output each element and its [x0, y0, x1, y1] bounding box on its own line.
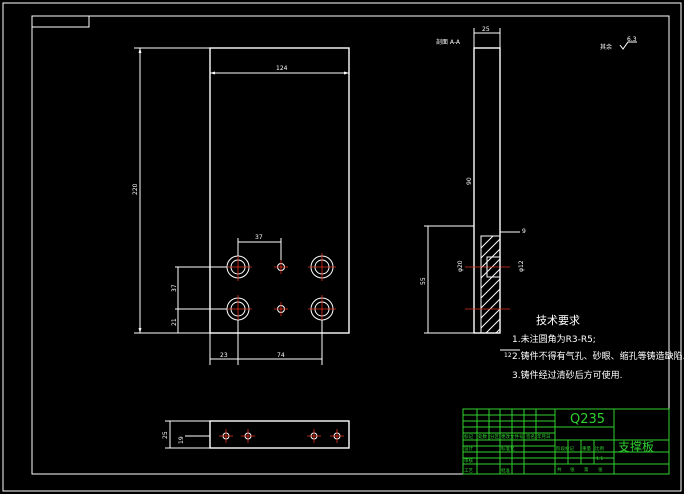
tech-requirements: 技术要求 1.未注圆角为R3-R5; 2.铸件不得有气孔、砂眼、缩孔等铸造缺陷.… [512, 314, 684, 381]
svg-text:标记: 标记 [464, 433, 473, 440]
front-view: 124 220 [132, 47, 350, 365]
svg-text:设计: 设计 [464, 445, 473, 452]
tech-item: 2.铸件不得有气孔、砂眼、缩孔等铸造缺陷. [512, 350, 684, 362]
dim-hole-spacing-y: 37 [171, 284, 178, 292]
bottom-hole [307, 429, 321, 443]
counterbore-hole [308, 253, 336, 281]
svg-text:批准: 批准 [501, 467, 510, 474]
dim-edge-y: 21 [171, 318, 178, 326]
counterbore-hole [308, 295, 336, 323]
dim-width: 124 [276, 65, 288, 72]
material-label: Q235 [570, 412, 605, 427]
side-dim-step: 9 [522, 228, 526, 235]
svg-text:审核: 审核 [464, 457, 473, 464]
svg-text:张: 张 [598, 466, 603, 473]
bottom-hole [241, 429, 255, 443]
dim-edge-x: 23 [220, 352, 228, 359]
bottom-dim-offset: 19 [178, 436, 185, 444]
svg-text:阶段标记: 阶段标记 [556, 445, 574, 452]
svg-text:6.3: 6.3 [627, 36, 637, 43]
svg-text:签名: 签名 [526, 433, 535, 440]
svg-text:第: 第 [584, 466, 589, 473]
svg-text:年月日: 年月日 [537, 433, 551, 440]
section-label: 剖面 A-A [436, 38, 461, 46]
side-dim-bottom: 12 [504, 352, 512, 359]
tech-item: 3.铸件经过清砂后方可使用. [512, 369, 622, 381]
dim-hole-spacing-x: 37 [255, 234, 263, 241]
title-block: Q235 支撑板 标记 处数 分区 更改文件号 签名 年月日 设计 审核 工艺 … [462, 408, 670, 475]
side-dim-thickness: 25 [482, 26, 490, 33]
svg-text:分区: 分区 [490, 433, 499, 440]
svg-text:工艺: 工艺 [464, 468, 473, 474]
svg-text:重量: 重量 [582, 445, 591, 452]
inner-border [31, 15, 670, 475]
side-dim-depth: 90 [466, 177, 473, 185]
counterbore-hole [224, 295, 252, 323]
side-dim-counterbore: φ20 [457, 260, 464, 272]
dim-span-x: 74 [277, 352, 285, 359]
svg-text:标准化: 标准化 [501, 445, 515, 452]
counterbore-hole [224, 253, 252, 281]
small-hole [274, 302, 288, 316]
dim-height: 220 [132, 183, 139, 195]
section-hatch [480, 235, 501, 334]
svg-text:比例: 比例 [595, 445, 604, 452]
part-name: 支撑板 [618, 439, 654, 454]
svg-text:1:1: 1:1 [596, 456, 603, 462]
side-view-outline [473, 47, 501, 334]
tech-item: 1.未注圆角为R3-R5; [512, 333, 596, 345]
svg-text:共: 共 [557, 466, 562, 473]
bottom-view: 25 19 [162, 420, 350, 449]
svg-text:处数: 处数 [478, 433, 487, 440]
front-view-outline [209, 47, 350, 334]
bottom-hole [330, 429, 344, 443]
bottom-view-outline [209, 420, 350, 449]
tech-heading: 技术要求 [536, 314, 580, 327]
side-dim-55: 55 [420, 277, 427, 285]
bottom-hole [219, 429, 233, 443]
side-dim-hole: φ12 [518, 260, 525, 272]
bottom-dim-thickness: 25 [162, 431, 169, 439]
svg-text:张: 张 [570, 466, 575, 473]
corner-label-box [31, 15, 90, 28]
svg-text:其余: 其余 [600, 43, 612, 51]
side-view: 剖面 A-A 25 55 90 φ20 φ12 9 12 [420, 26, 526, 359]
roughness-note: 其余 6.3 [600, 36, 637, 51]
small-hole [274, 260, 288, 274]
svg-text:更改文件号: 更改文件号 [501, 433, 524, 440]
